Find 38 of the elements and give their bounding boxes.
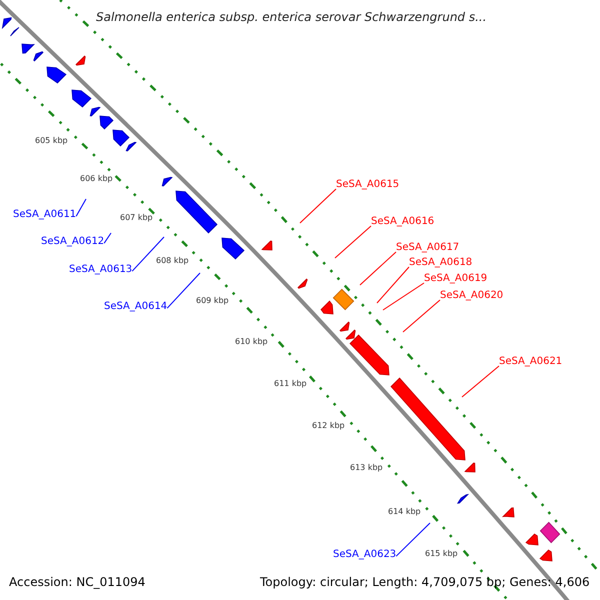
gene-label: SeSA_A0616 [371, 216, 434, 228]
tick-label: 610 kbp [235, 337, 268, 347]
gene-label: SeSA_A0613 [69, 264, 132, 276]
leader-line [76, 198, 86, 217]
gene-label: SeSA_A0614 [104, 301, 168, 313]
map-title: Salmonella enterica subsp. enterica serovar Schwarzengrund s... [96, 10, 487, 24]
leader-line [402, 300, 440, 332]
tick-label: 614 kbp [388, 507, 421, 517]
leader-line [334, 226, 372, 258]
leader-line [300, 188, 336, 224]
gene-label: SeSA_A0620 [440, 290, 504, 302]
leader-line [104, 232, 112, 244]
tick-label: 609 kbp [196, 296, 229, 306]
tick-label: 612 kbp [312, 421, 345, 431]
gene-label: SeSA_A0618 [409, 257, 472, 269]
gene-label: SeSA_A0617 [396, 242, 460, 254]
leader-line [132, 236, 164, 272]
leader-line [360, 252, 396, 286]
tick-label: 608 kbp [156, 256, 189, 266]
gene-label: SeSA_A0621 [499, 356, 562, 368]
tick-label: 611 kbp [274, 379, 307, 389]
gene-label: SeSA_A0611 [13, 209, 76, 221]
leader-line [396, 522, 430, 557]
gene-label: SeSA_A0619 [424, 273, 488, 285]
gene-label: SeSA_A0623 [333, 549, 396, 561]
leader-line [462, 366, 500, 398]
gene-label: SeSA_A0612 [41, 236, 104, 248]
footer-text: Accession: NC_011094 [9, 575, 146, 589]
footer-text: Topology: circular; Length: 4,709,075 bp; Genes: 4,606 [260, 575, 590, 589]
tick-label: 606 kbp [80, 174, 113, 184]
tick-label: 615 kbp [425, 549, 458, 559]
gene-label: SeSA_A0615 [336, 179, 400, 191]
tick-label: 605 kbp [35, 136, 68, 146]
leader-line [382, 282, 424, 310]
tick-label: 607 kbp [120, 213, 153, 223]
tick-label: 613 kbp [350, 463, 383, 473]
leader-line [376, 266, 410, 304]
leader-line [166, 272, 200, 309]
